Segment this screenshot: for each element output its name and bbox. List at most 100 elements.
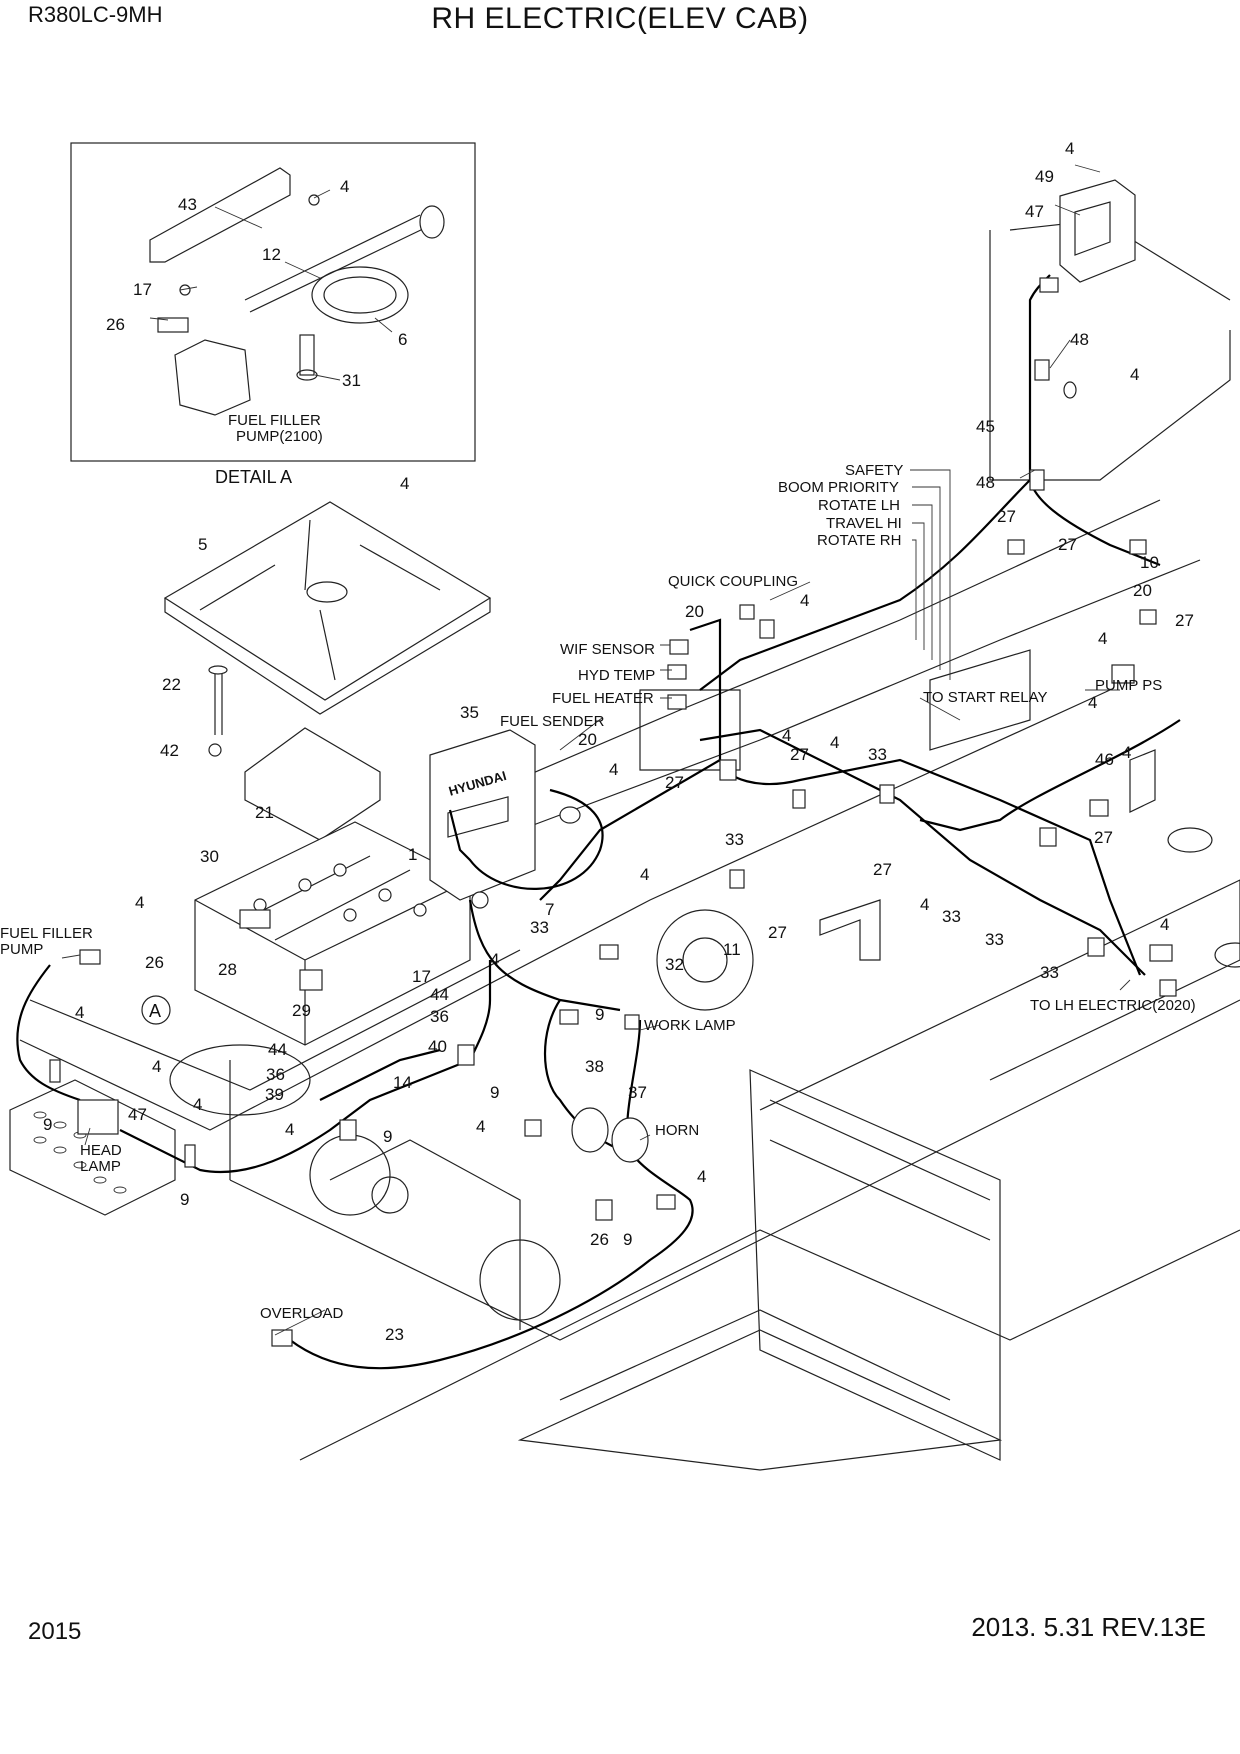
svg-text:17: 17 — [133, 280, 152, 299]
label-wif-sensor: WIF SENSOR — [560, 641, 655, 658]
bolt-22 — [214, 672, 223, 735]
part-number-38: 38 — [585, 1057, 604, 1076]
batteries-1 — [194, 821, 471, 1046]
part-number-9: 9 — [595, 1005, 604, 1024]
part-number-33: 33 — [942, 907, 961, 926]
part-number-4: 4 — [1160, 915, 1169, 934]
bolt-4-detail — [308, 194, 320, 206]
part-number-28: 28 — [218, 960, 237, 979]
part-number-48: 48 — [976, 473, 995, 492]
part-number-9: 9 — [43, 1115, 52, 1134]
part-number-47: 47 — [1025, 202, 1044, 221]
detail-a-frame — [70, 142, 476, 462]
small-parts — [49, 277, 1177, 1347]
hose-fitting — [419, 205, 445, 239]
detail-marker-letter: A — [149, 1001, 161, 1021]
part-number-4: 4 — [285, 1120, 294, 1139]
label-head-lamp-line2: LAMP — [80, 1158, 121, 1175]
label-quick-coupling: QUICK COUPLING — [668, 573, 798, 590]
part-number-47: 47 — [128, 1105, 147, 1124]
part-number-11: 11 — [723, 940, 741, 959]
part-number-36: 36 — [266, 1065, 285, 1084]
detail-component-label-1: FUEL FILLER — [228, 412, 321, 429]
label-overload: OVERLOAD — [260, 1305, 344, 1322]
part-number-46: 46 — [1095, 750, 1114, 769]
part-number-48: 48 — [1070, 330, 1089, 349]
part-number-4: 4 — [830, 733, 839, 752]
leader-lines — [61, 164, 1131, 1336]
part-number-27: 27 — [790, 745, 809, 764]
part-number-27: 27 — [1058, 535, 1077, 554]
fuel-filler-pump-body — [174, 339, 251, 416]
detail-a-group: 43 12 17 26 6 31 4 FUEL FILLER PUMP(2100… — [70, 142, 476, 462]
part-number-4: 4 — [1098, 629, 1107, 648]
part-number-9: 9 — [623, 1230, 632, 1249]
part-number-4: 4 — [920, 895, 929, 914]
part-number-20: 20 — [578, 730, 597, 749]
bracket-43 — [149, 167, 291, 263]
part-number-5: 5 — [198, 535, 207, 554]
part-number-39: 39 — [265, 1085, 284, 1104]
label-rotate-rh: ROTATE RH — [817, 532, 901, 549]
part-number-4: 4 — [1088, 693, 1097, 712]
clamp-26 — [157, 317, 189, 333]
part-number-30: 30 — [200, 847, 219, 866]
filter-31 — [299, 334, 315, 376]
label-hyd-temp: HYD TEMP — [578, 667, 655, 684]
washer-42 — [208, 743, 222, 757]
svg-text:4: 4 — [340, 177, 349, 196]
label-to-lh-electric: TO LH ELECTRIC(2020) — [1030, 997, 1196, 1014]
part-number-42: 42 — [160, 741, 179, 760]
part-number-9: 9 — [180, 1190, 189, 1209]
detail-component-label-2: PUMP(2100) — [236, 428, 323, 445]
part-number-26: 26 — [145, 953, 164, 972]
part-number-4: 4 — [193, 1095, 202, 1114]
label-travel-hi: TRAVEL HI — [826, 515, 902, 532]
part-number-4: 4 — [400, 474, 409, 493]
part-number-26: 26 — [590, 1230, 609, 1249]
svg-text:31: 31 — [342, 371, 361, 390]
part-number-4: 4 — [782, 726, 791, 745]
model-label: R380LC-9MH — [28, 2, 163, 27]
part-number-44: 44 — [268, 1040, 287, 1059]
part-number-4: 4 — [697, 1167, 706, 1186]
part-number-27: 27 — [1175, 611, 1194, 630]
part-number-1: 1 — [408, 845, 417, 864]
label-boom-priority: BOOM PRIORITY — [778, 479, 899, 496]
detail-marker-circle — [141, 995, 171, 1025]
part-number-4: 4 — [1122, 743, 1131, 762]
part-number-14: 14 — [393, 1073, 412, 1092]
part-number-7: 7 — [545, 900, 554, 919]
bracket-21 — [244, 727, 381, 841]
battery-cover-5 — [163, 501, 492, 715]
part-number-4: 4 — [800, 591, 809, 610]
label-fuel-filler-pump-line1: FUEL FILLER — [0, 925, 93, 942]
label-work-lamp: WORK LAMP — [644, 1017, 736, 1034]
part-number-35: 35 — [460, 703, 479, 722]
part-number-37: 37 — [628, 1083, 647, 1102]
part-number-36: 36 — [430, 1007, 449, 1026]
part-number-20: 20 — [1133, 581, 1152, 600]
part-number-9: 9 — [490, 1083, 499, 1102]
svg-text:43: 43 — [178, 195, 197, 214]
coil-6 — [311, 266, 409, 324]
part-number-27: 27 — [1094, 828, 1113, 847]
detail-caption: DETAIL A — [215, 467, 292, 487]
part-number-32: 32 — [665, 955, 684, 974]
part-number-4: 4 — [152, 1057, 161, 1076]
part-number-10: 10 — [1140, 553, 1159, 572]
part-number-9: 9 — [383, 1127, 392, 1146]
label-safety: SAFETY — [845, 462, 903, 479]
part-number-23: 23 — [385, 1325, 404, 1344]
label-fuel-filler-pump-line2: PUMP — [0, 941, 43, 958]
step-plate — [9, 1079, 176, 1216]
label-pump-ps: PUMP PS — [1095, 677, 1162, 694]
part-number-33: 33 — [725, 830, 744, 849]
coil-6-inner — [323, 276, 397, 314]
part-number-20: 20 — [685, 602, 704, 621]
part-number-17: 17 — [412, 967, 431, 986]
svg-text:12: 12 — [262, 245, 281, 264]
part-number-4: 4 — [640, 865, 649, 884]
part-number-29: 29 — [292, 1001, 311, 1020]
